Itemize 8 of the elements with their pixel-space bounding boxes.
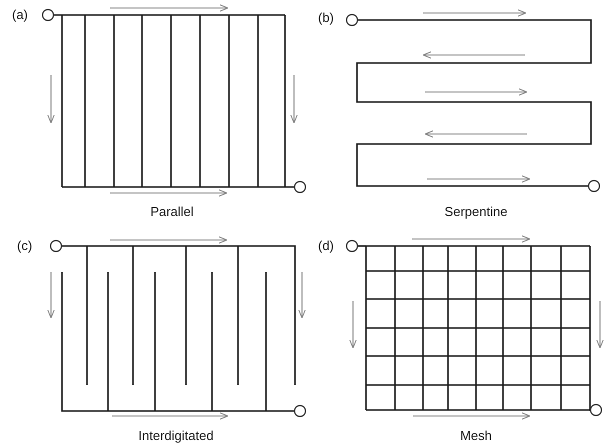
pattern-caption: Serpentine (444, 204, 508, 220)
pattern-caption: Mesh (460, 428, 492, 444)
pattern-caption: Interdigitated (138, 428, 214, 444)
panel-label: (d) (318, 238, 334, 254)
panel-label: (c) (17, 238, 32, 254)
panel-label: (b) (318, 10, 334, 26)
pattern-caption: Parallel (150, 204, 194, 220)
panel-label: (a) (12, 7, 28, 23)
